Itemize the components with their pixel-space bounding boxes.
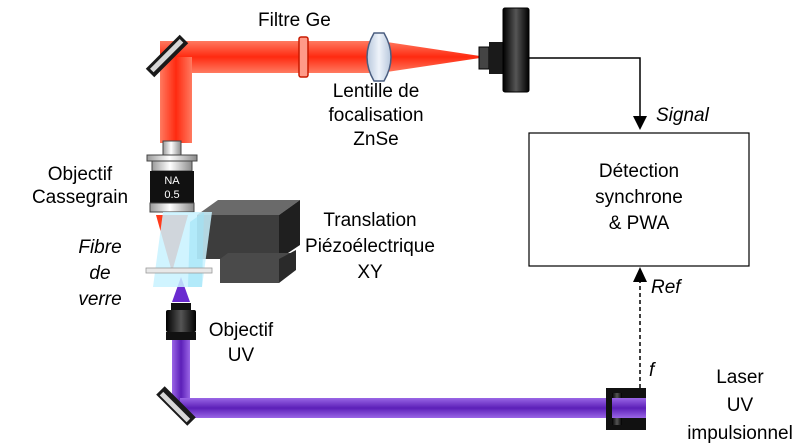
ge-filter-icon xyxy=(298,36,309,78)
uv-objective-label-2: UV xyxy=(228,345,255,366)
detection-label-2: synchrone xyxy=(595,187,683,208)
detection-box xyxy=(528,132,750,267)
fiber-label-3: verre xyxy=(78,289,121,310)
uv-laser-icon xyxy=(606,388,646,430)
lens-label-2: focalisation xyxy=(328,105,423,126)
lens-label-3: ZnSe xyxy=(353,129,398,150)
signal-label: Signal xyxy=(656,105,710,126)
translation-label-1: Translation xyxy=(323,210,416,231)
signal-arrow xyxy=(529,57,647,130)
fiber-label-1: Fibre xyxy=(78,237,121,258)
ref-arrow xyxy=(633,267,647,388)
ir-beam xyxy=(156,41,480,272)
detector-icon xyxy=(478,7,530,93)
lens-label-1: Lentille de xyxy=(333,81,420,102)
cassegrain-label-1: Objectif xyxy=(48,164,113,185)
uv-objective-icon xyxy=(166,303,196,340)
translation-label-2: Piézoélectrique xyxy=(305,236,435,257)
ge-filter-label: Filtre Ge xyxy=(258,10,331,31)
laser-label-3: impulsionnel xyxy=(687,423,793,444)
mirror-top-icon xyxy=(145,34,189,78)
fiber-sheet-icon xyxy=(145,212,213,287)
mirror-bottom-icon xyxy=(156,386,196,426)
frequency-label: f xyxy=(649,360,656,381)
laser-label-1: Laser xyxy=(716,367,764,388)
znse-lens-icon xyxy=(366,32,392,82)
na-label: NA xyxy=(164,175,180,187)
uv-beam xyxy=(172,277,612,418)
cassegrain-label-2: Cassegrain xyxy=(32,187,128,208)
na-value: 0.5 xyxy=(164,189,179,201)
translation-label-3: XY xyxy=(357,262,383,283)
fiber-label-2: de xyxy=(89,263,110,284)
laser-label-2: UV xyxy=(727,395,754,416)
detection-label-3: & PWA xyxy=(609,213,670,234)
piezo-stage-icon xyxy=(197,200,300,283)
uv-objective-label-1: Objectif xyxy=(209,320,274,341)
detection-label-1: Détection xyxy=(599,161,679,182)
cassegrain-objective-icon: NA 0.5 xyxy=(146,140,198,213)
ref-label: Ref xyxy=(651,277,682,298)
